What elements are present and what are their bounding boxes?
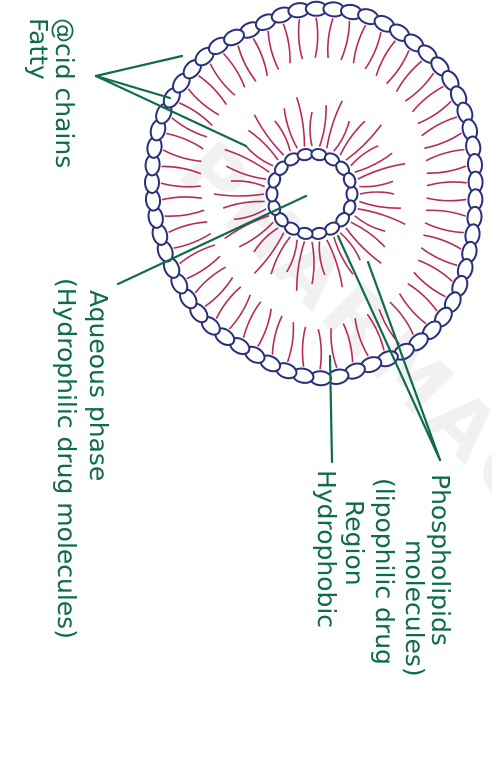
outer-fatty-acid-tail bbox=[302, 327, 305, 367]
outer-fatty-acid-tail bbox=[299, 19, 303, 59]
hydrophobic-label-line2: Region bbox=[340, 500, 369, 586]
hydrophobic-label-line3: (lipophilic drug bbox=[370, 478, 399, 665]
outer-fatty-acid-tail bbox=[244, 302, 261, 338]
aqueous-label-line1: Aqueous phase bbox=[84, 290, 113, 481]
outer-fatty-acid-tail bbox=[283, 24, 290, 64]
inner-fatty-acid-tail bbox=[297, 97, 305, 146]
outer-fatty-acid-tail bbox=[365, 32, 381, 69]
outer-fatty-acid-tail bbox=[414, 272, 446, 296]
inner-phospholipid-head bbox=[267, 187, 278, 202]
outer-fatty-acid-tail bbox=[413, 86, 444, 111]
aqueous-label-line2: (Hydrophilic drug molecules) bbox=[52, 278, 81, 639]
outer-fatty-acid-tail bbox=[426, 210, 466, 216]
outer-fatty-acid-tail bbox=[187, 256, 220, 278]
outer-fatty-acid-tail bbox=[174, 234, 211, 249]
outer-fatty-acid-tail bbox=[238, 46, 256, 82]
outer-fatty-acid-tail bbox=[195, 267, 226, 293]
phospholipids-label-text: Phospholipids bbox=[426, 474, 455, 646]
outer-fatty-acid-tail bbox=[272, 316, 282, 355]
inner-phospholipid-head bbox=[347, 187, 358, 202]
fatty-pointer-3 bbox=[96, 76, 246, 146]
fatty-pointer-2 bbox=[96, 76, 170, 98]
inner-fatty-acid-tail bbox=[351, 222, 385, 247]
outer-fatty-acid-tail bbox=[199, 76, 227, 105]
hydrophobic-label-line1: Hydrophobic bbox=[312, 470, 341, 628]
outer-fatty-acid-tail bbox=[315, 18, 318, 58]
outer-fatty-acid-tail bbox=[229, 295, 250, 329]
outer-fatty-acid-tail bbox=[205, 277, 233, 306]
outer-fatty-acid-tail bbox=[253, 38, 267, 75]
inner-fatty-acid-tail bbox=[327, 101, 343, 149]
inner-fatty-acid-tail bbox=[320, 105, 327, 147]
outer-fatty-acid-tail bbox=[210, 64, 235, 95]
outer-fatty-acid-tail bbox=[166, 134, 203, 149]
outer-fatty-acid-tail bbox=[288, 322, 294, 362]
outer-fatty-acid-tail bbox=[408, 284, 437, 311]
outer-fatty-acid-tail bbox=[376, 41, 395, 76]
inner-fatty-acid-tail bbox=[310, 112, 312, 146]
inner-fatty-acid-tail bbox=[358, 209, 406, 225]
inner-fatty-acid-tail bbox=[351, 146, 379, 166]
outer-fatty-acid-tail bbox=[268, 31, 278, 70]
fatty-pointer-1 bbox=[96, 56, 182, 76]
outer-fatty-acid-tail bbox=[418, 260, 452, 281]
outer-fatty-acid-tail bbox=[427, 166, 466, 173]
inner-fatty-acid-tail bbox=[284, 108, 297, 148]
outer-fatty-acid-tail bbox=[341, 21, 350, 60]
phospholipids-label: Phospholipids bbox=[426, 474, 455, 646]
outer-fatty-acid-tail bbox=[421, 248, 457, 266]
aqueous-label: Aqueous phase (Hydrophilic drug molecule… bbox=[52, 278, 113, 639]
outer-fatty-acid-tail bbox=[405, 73, 433, 101]
outer-fatty-acid-tail bbox=[427, 198, 467, 201]
outer-fatty-acid-tail bbox=[188, 89, 219, 115]
outer-fatty-acid-tail bbox=[424, 133, 461, 148]
outer-fatty-acid-tail bbox=[425, 223, 464, 233]
fatty-label-line1: Fatty bbox=[24, 18, 53, 80]
inner-fatty-acid-tail bbox=[334, 121, 349, 151]
inner-fatty-acid-tail bbox=[340, 121, 365, 155]
inner-fatty-acid-tail bbox=[359, 181, 393, 187]
outer-fatty-acid-tail bbox=[427, 182, 467, 186]
outer-fatty-acid-tail bbox=[354, 25, 366, 63]
fatty-label-line2: @cid chains bbox=[50, 18, 79, 168]
fatty-acid-label: Fatty @cid chains bbox=[24, 18, 79, 168]
outer-fatty-acid-tail bbox=[258, 309, 271, 347]
inner-fatty-acid-tail bbox=[358, 164, 406, 180]
inner-fatty-acid-tail bbox=[359, 202, 401, 209]
outer-fatty-acid-tail bbox=[223, 54, 244, 88]
hydrophobic-label-line4: molecules) bbox=[400, 540, 429, 677]
inner-fatty-acid-tail bbox=[355, 216, 385, 231]
outer-fatty-acid-tail bbox=[216, 287, 240, 319]
outer-fatty-acid-tail bbox=[328, 18, 333, 58]
outer-fatty-acid-tail bbox=[423, 235, 461, 249]
inner-fatty-acid-tail bbox=[360, 192, 394, 194]
outer-fatty-acid-tail bbox=[426, 150, 464, 161]
hydrophobic-label: Hydrophobic Region (lipophilic drug mole… bbox=[312, 470, 429, 677]
